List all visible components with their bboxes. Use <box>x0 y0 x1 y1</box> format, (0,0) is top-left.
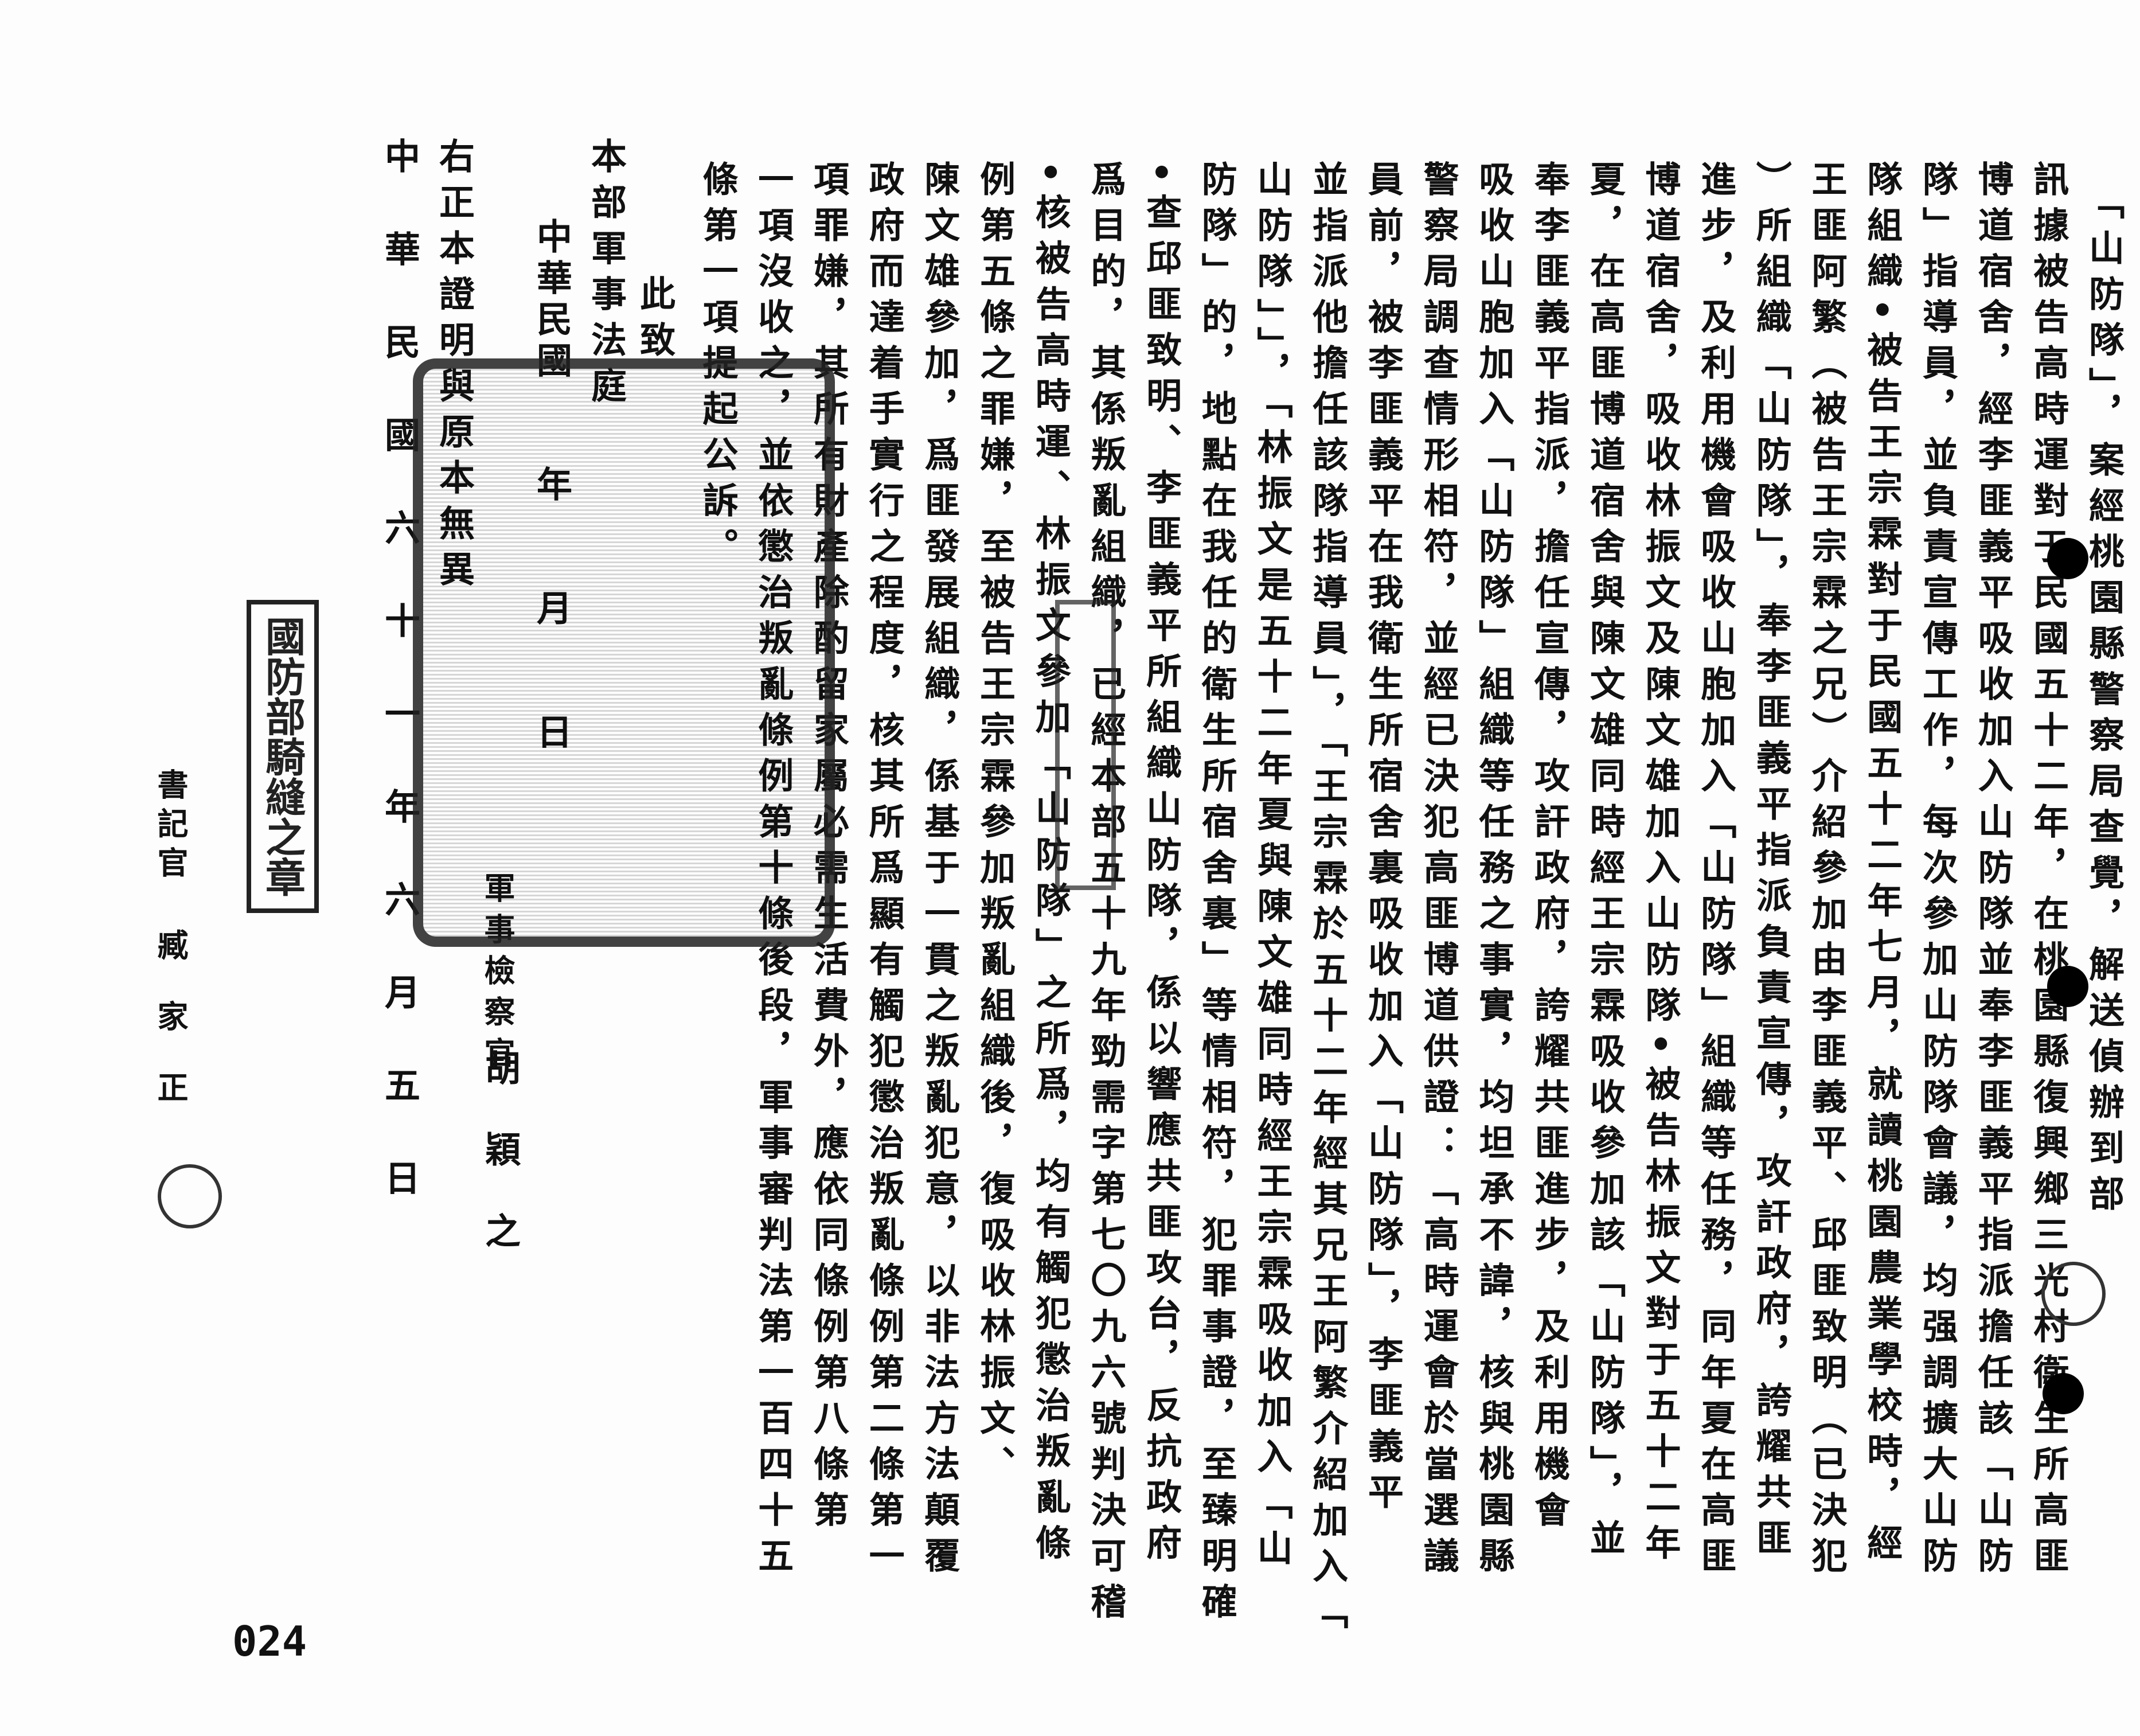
text-column: •查邱匪致明、李匪義平所組織山防隊，係以響應共匪攻台，反抗政府 <box>1140 161 1182 1570</box>
text-column: 山防隊」」，「林振文是五十二年夏與陳文雄同時經王宗霖吸收加入「山 <box>1251 161 1293 1575</box>
prosecutor-official-seal <box>413 358 835 947</box>
text-column: 夏，在高匪博道宿舍與陳文雄同時經王宗霖吸收參加該「山防隊」，並 <box>1583 161 1626 1565</box>
binding-hole <box>2047 966 2088 1007</box>
text-column: 隊」指導員，並負責宣傳工作，每次參加山防隊會議，均强調擴大山防 <box>1916 161 1958 1583</box>
text-column: 政府而達着手實行之程度，核其所爲顯有觸犯懲治叛亂條例第二條第一 <box>862 161 905 1583</box>
binding-hole <box>2047 538 2088 579</box>
text-column: ）所組織「山防隊」，奉李匪義平指派負責宣傳，攻訐政府，誇耀共匪 <box>1750 161 1792 1565</box>
text-column: 防隊」的，地點在我任的衛生所宿舍裏」等情相符，犯罪事證，至臻明確 <box>1195 161 1237 1629</box>
text-column: 爲目的，其係叛亂組織，已經本部五十九年勁需字第七〇九六號判決可稽 <box>1084 161 1127 1629</box>
text-column: 博道宿舍，經李匪義平吸收加入山防隊並奉李匪義平指派擔任該「山防 <box>1971 161 2014 1583</box>
text-column: 例第五條之罪嫌，至被告王宗霖參加叛亂組織後，復吸收林振文、 <box>974 161 1016 1491</box>
text-column: 陳文雄參加，爲匪發展組織，係基于一貫之叛亂犯意，以非法方法顛覆 <box>918 161 960 1583</box>
text-column: 吸收山胞加入「山防隊」組織等任務之事實，均坦承不諱，核與桃園縣 <box>1473 161 1515 1583</box>
prosecutor-title: 軍事檢察官 <box>479 872 516 1078</box>
text-column: 隊組織•被告王宗霖對于民國五十二年七月，就讀桃園農業學校時，經 <box>1861 161 1903 1570</box>
seam-seal: 國防部騎縫之章 <box>247 600 319 913</box>
text-column: 王匪阿繁（被告王宗霖之兄）介紹參加由李匪義平、邱匪致明（已決犯 <box>1805 161 1848 1583</box>
personal-seal-stamp <box>2041 1262 2106 1326</box>
page-number: 024 <box>232 1617 307 1665</box>
text-column: 一項沒收之，並依懲治叛亂條例第十條後段，軍事審判法第一百四十五 <box>752 161 794 1583</box>
salutation: 此致 <box>634 275 675 367</box>
clerk-name: 臧家正 <box>152 929 189 1142</box>
text-column: 訊據被告高時運對于民國五十二年，在桃園縣復興鄉三光村衛生所高匪 <box>2027 161 2069 1583</box>
text-column: 員前，被李匪義平在我衛生所宿舍裏吸收加入「山防隊」，李匪義平 <box>1361 161 1404 1519</box>
text-column: •核被告高時運、林振文參加「山防隊」之所爲，均有觸犯懲治叛亂條 <box>1029 161 1071 1570</box>
prosecutor-name: 胡穎之 <box>479 1050 521 1294</box>
text-column: 博道宿舍，吸收林振文及陳文雄加入山防隊•被告林振文對于五十二年 <box>1639 161 1681 1570</box>
binding-hole <box>2043 1373 2084 1414</box>
certification-date: 中華民國六十一年六月五日 <box>378 138 420 1253</box>
text-column: 奉李匪義平指派，擔任宣傳，攻訐政府，誇耀共匪進步，及利用機會 <box>1528 161 1570 1537</box>
text-column: 並指派他擔任該隊指導員」，「王宗霖於五十二年經其兄王阿繁介紹加入「 <box>1306 161 1349 1639</box>
prosecution-date: 中華民國 年 月 日 <box>530 218 572 755</box>
text-column: 警察局調查情形相符，並經已決犯高匪博道供證：「高時運會於當選議 <box>1417 161 1459 1583</box>
clerk-seal-stamp <box>158 1164 222 1228</box>
clerk-title: 書記官 <box>152 768 189 885</box>
text-column: 「山防隊」，案經桃園縣警察局查覺，解送偵辦到部 <box>2083 184 2125 1221</box>
seam-seal-partial <box>1055 600 1116 890</box>
text-column: 進步，及利用機會吸收山胞加入「山防隊」組織等任務，同年夏在高匪 <box>1694 161 1737 1583</box>
